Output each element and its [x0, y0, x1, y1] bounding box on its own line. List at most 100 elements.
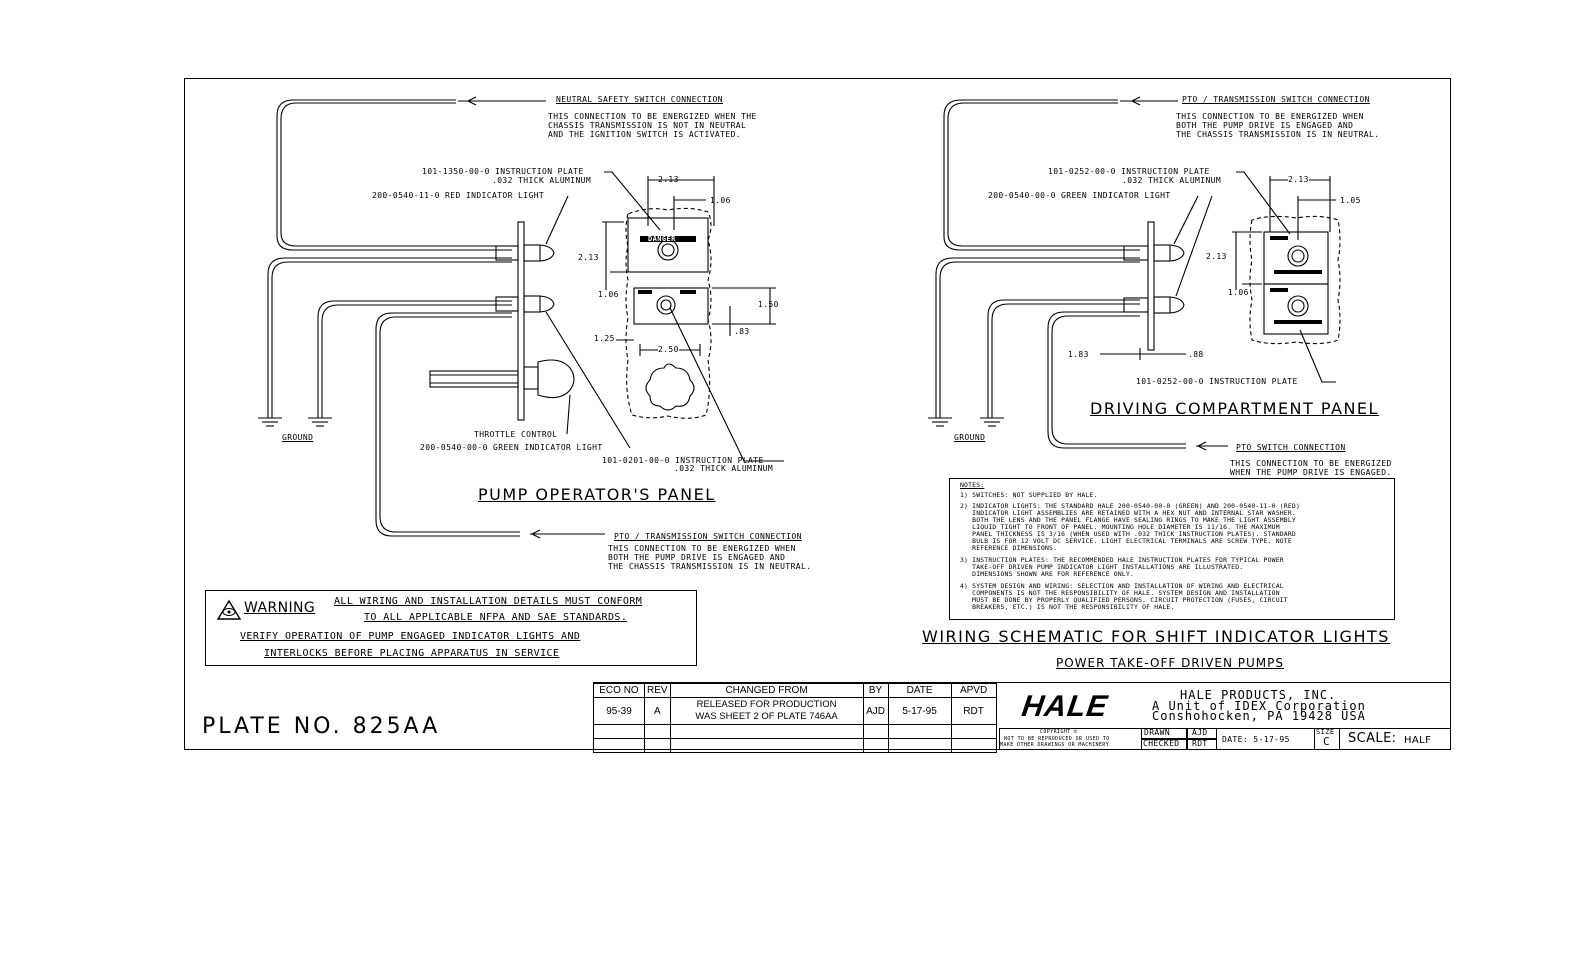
copyright-line-1: COPYRIGHT ©: [1040, 729, 1078, 735]
checked-by-cell: [1187, 739, 1217, 750]
note-line: INDICATOR LIGHT ASSEMBLIES ARE RETAINED …: [960, 509, 1296, 517]
size-cell: [1314, 728, 1340, 750]
neutral-connection-title: NEUTRAL SAFETY SWITCH CONNECTION: [556, 95, 723, 104]
copyright-line-3: MAKE OTHER DRAWINGS OR MACHINERY: [1000, 742, 1110, 748]
pump-operators-panel-title: PUMP OPERATOR'S PANEL: [478, 485, 716, 504]
rev-rev-value: A: [644, 697, 671, 725]
hale-logo: HALE: [1019, 690, 1111, 723]
checked-by: RDT: [1192, 739, 1208, 748]
drawn-label: DRAWN: [1144, 728, 1171, 737]
company-name: HALE PRODUCTS, INC.: [1180, 688, 1337, 702]
note-line: 4) SYSTEM DESIGN AND WIRING: SELECTION A…: [960, 582, 1284, 590]
title-block-bottom-row: [999, 728, 1451, 750]
dim-right-106: 1.06: [1228, 288, 1249, 297]
rev-header-by: BY: [862, 683, 889, 698]
left-ground-label: GROUND: [282, 433, 314, 442]
note-line: 1) SWITCHES: NOT SUPPLIED BY HALE.: [960, 491, 1098, 499]
dim-right-105: 1.05: [1340, 196, 1361, 205]
drawn-by: AJD: [1192, 728, 1208, 737]
note-line: LIQUID TIGHT TO FRONT OF PANEL. MOUNTING…: [960, 523, 1280, 531]
dim-left-250: 2.50: [658, 345, 679, 355]
copyright-line-2: NOT TO BE REPRODUCED OR USED TO: [1004, 736, 1110, 742]
rev-eco-value: 95-39: [593, 697, 645, 725]
pto-switch-desc-2: WHEN THE PUMP DRIVE IS ENGAGED.: [1230, 468, 1392, 477]
rev-changed-line-2: WAS SHEET 2 OF PLATE 746AA: [695, 711, 838, 722]
dim-left-83: .83: [734, 327, 750, 336]
right-ground-label: GROUND: [954, 433, 986, 442]
dim-right-213-horizontal: 2.13: [1288, 175, 1309, 185]
pto-switch-desc-1: THIS CONNECTION TO BE ENERGIZED: [1230, 459, 1392, 468]
note-line: BULB IS FOR 12 VOLT DC SERVICE. LIGHT EL…: [960, 537, 1292, 545]
note-line: REFERENCE DIMENSIONS.: [960, 544, 1058, 552]
scale-label: SCALE:: [1348, 731, 1397, 746]
note-line: BREAKERS, ETC.) IS NOT THE RESPONSIBILIT…: [960, 603, 1175, 611]
drawn-by-cell: [1187, 728, 1217, 739]
green-indicator-light-label-left: 200-0540-00-0 GREEN INDICATOR LIGHT: [420, 443, 603, 452]
size-value: C: [1323, 735, 1331, 748]
driving-compartment-panel-title: DRIVING COMPARTMENT PANEL: [1090, 399, 1379, 418]
left-pto-desc-1: THIS CONNECTION TO BE ENERGIZED WHEN: [608, 544, 796, 553]
dim-left-150: 1.50: [758, 300, 779, 309]
dim-right-88: .88: [1188, 350, 1204, 359]
drawn-label-cell: [1141, 728, 1187, 739]
note-line: 2) INDICATOR LIGHTS: THE STANDARD HALE 2…: [960, 502, 1300, 510]
rev-header-eco: ECO NO: [593, 683, 645, 698]
rev-header-changed: CHANGED FROM: [669, 683, 864, 698]
revision-table: ECO NO REV CHANGED FROM BY DATE APVD 95-…: [593, 683, 997, 753]
rev-header-date: DATE: [887, 683, 952, 698]
note-line: MUST BE DONE BY PROPERLY QUALIFIED PERSO…: [960, 596, 1288, 604]
warning-line-1: ALL WIRING AND INSTALLATION DETAILS MUST…: [334, 596, 643, 607]
note-line: PANEL THICKNESS IS 3/16 (WHEN USED WITH …: [960, 530, 1296, 538]
warning-line-4: INTERLOCKS BEFORE PLACING APPARATUS IN S…: [264, 648, 560, 659]
rev-header-apvd: APVD: [950, 683, 997, 698]
warning-icon: [216, 599, 242, 620]
checked-label: CHECKED: [1143, 739, 1180, 748]
dim-right-213-vertical: 2.13: [1206, 252, 1227, 261]
size-label: SIZE: [1316, 728, 1335, 736]
right-pto-desc-3: THE CHASSIS TRANSMISSION IS IN NEUTRAL.: [1176, 130, 1380, 139]
green-indicator-light-label-right: 200-0540-00-0 GREEN INDICATOR LIGHT: [988, 191, 1171, 200]
warning-label: WARNING: [244, 600, 316, 616]
rev-header-rev: REV: [644, 683, 671, 698]
left-plate2-callout: 101-0201-00-0 INSTRUCTION PLATE: [602, 456, 764, 465]
right-plate-thickness: .032 THICK ALUMINUM: [1122, 176, 1222, 185]
company-division: A Unit of IDEX Corporation: [1152, 699, 1366, 713]
neutral-connection-desc-2: CHASSIS TRANSMISSION IS NOT IN NEUTRAL: [548, 121, 747, 130]
rev-by-value: AJD: [862, 697, 889, 725]
wiring-schematic-subtitle: POWER TAKE-OFF DRIVEN PUMPS: [1056, 656, 1284, 670]
left-plate-thickness: .032 THICK ALUMINUM: [492, 176, 592, 185]
note-line: DIMENSIONS SHOWN ARE FOR REFERENCE ONLY.: [960, 570, 1135, 578]
left-plate2-thickness: .032 THICK ALUMINUM: [674, 464, 774, 473]
left-pto-desc-3: THE CHASSIS TRANSMISSION IS IN NEUTRAL.: [608, 562, 812, 571]
red-indicator-light-label: 200-0540-11-0 RED INDICATOR LIGHT: [372, 191, 545, 200]
right-plate-callout: 101-0252-00-0 INSTRUCTION PLATE: [1048, 167, 1210, 176]
rev-changed-line-1: RELEASED FOR PRODUCTION: [696, 699, 837, 710]
note-line: 3) INSTRUCTION PLATES: THE RECOMMENDED H…: [960, 556, 1284, 564]
scale-value: HALF: [1404, 735, 1432, 746]
dim-left-106-horizontal: 1.06: [710, 196, 731, 205]
warning-line-2: TO ALL APPLICABLE NFPA AND SAE STANDARDS…: [364, 612, 628, 623]
note-line: BOTH THE LENS AND THE PANEL FLANGE HAVE …: [960, 516, 1296, 524]
throttle-control-label: THROTTLE CONTROL: [474, 430, 558, 439]
plate-number: PLATE NO. 825AA: [202, 714, 441, 739]
note-line: COMPONENTS IS NOT THE RESPONSIBILITY OF …: [960, 589, 1280, 597]
date-label: DATE: 5-17-95: [1222, 735, 1290, 744]
warning-line-3: VERIFY OPERATION OF PUMP ENGAGED INDICAT…: [240, 631, 581, 642]
rev-date-value: 5-17-95: [887, 697, 952, 725]
wiring-schematic-title: WIRING SCHEMATIC FOR SHIFT INDICATOR LIG…: [922, 627, 1390, 646]
neutral-connection-desc-3: AND THE IGNITION SWITCH IS ACTIVATED.: [548, 130, 742, 139]
dim-right-183: 1.83: [1068, 350, 1089, 359]
neutral-connection-desc-1: THIS CONNECTION TO BE ENERGIZED WHEN THE: [548, 112, 757, 121]
right-pto-desc-2: BOTH THE PUMP DRIVE IS ENGAGED AND: [1176, 121, 1354, 130]
rev-apvd-value: RDT: [950, 697, 997, 725]
left-pto-connection-title: PTO / TRANSMISSION SWITCH CONNECTION: [614, 532, 802, 541]
dim-left-213-vertical: 2.13: [578, 253, 599, 262]
note-line: TAKE-OFF DRIVEN PUMP INDICATOR LIGHT INS…: [960, 563, 1244, 571]
warning-box: WARNING ALL WIRING AND INSTALLATION DETA…: [205, 590, 697, 666]
right-plate-bottom-callout: 101-0252-00-0 INSTRUCTION PLATE: [1136, 377, 1298, 386]
company-address: Conshohocken, PA 19428 USA: [1152, 709, 1366, 723]
notes-box: NOTES: 1) SWITCHES: NOT SUPPLIED BY HALE…: [949, 478, 1395, 620]
right-pto-desc-1: THIS CONNECTION TO BE ENERGIZED WHEN: [1176, 112, 1364, 121]
right-pto-connection-title: PTO / TRANSMISSION SWITCH CONNECTION: [1182, 95, 1370, 104]
